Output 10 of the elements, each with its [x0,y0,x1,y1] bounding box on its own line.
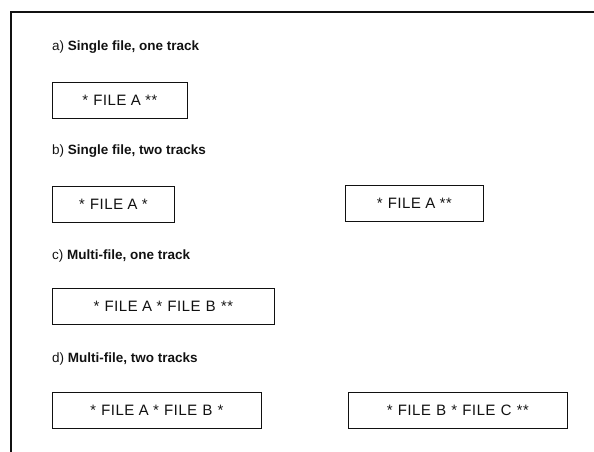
file-record-box: * FILE A * [52,186,175,223]
section-heading: a) Single file, one track [52,38,200,53]
section-heading: b) Single file, two tracks [52,142,206,157]
section-heading: c) Multi-file, one track [52,247,190,262]
file-record-box: * FILE A ** [345,185,484,222]
section-heading: d) Multi-file, two tracks [52,350,198,365]
file-record-box: * FILE A * FILE B * [52,392,262,429]
file-record-box: * FILE A ** [52,82,188,119]
file-record-box: * FILE B * FILE C ** [348,392,568,429]
file-record-box: * FILE A * FILE B ** [52,288,275,325]
